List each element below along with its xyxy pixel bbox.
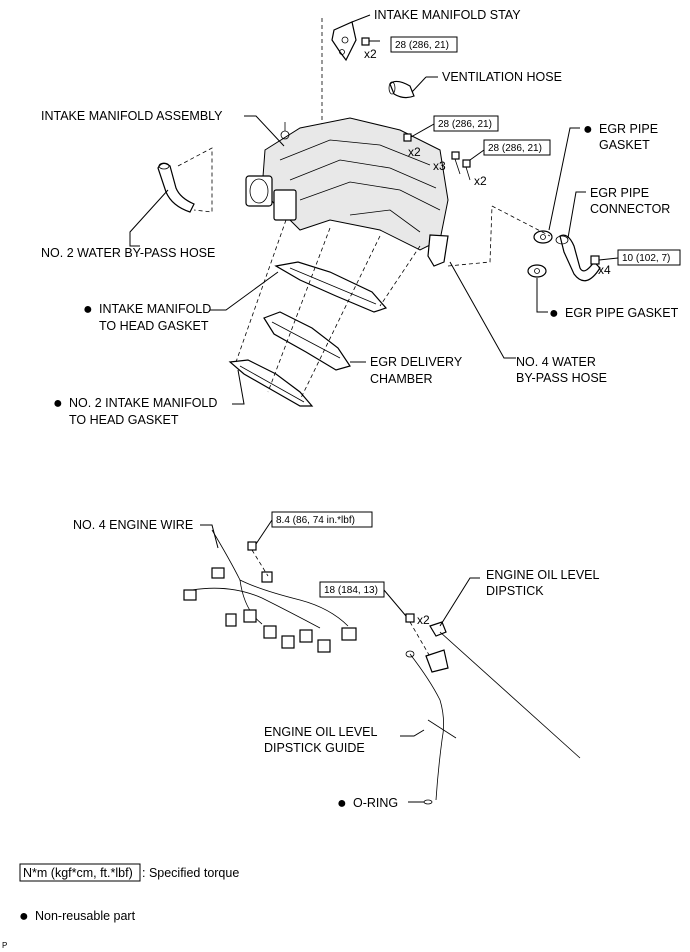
nonreusable-bullet-icon: ● (83, 301, 93, 318)
legend-torque-box (19, 863, 141, 882)
stay-torque-box (390, 36, 458, 53)
dipstick-bolt-icon (405, 613, 415, 623)
egr-pipe-gasket-top-label-1: EGR PIPE (599, 122, 658, 136)
egr-delivery-chamber-part (263, 311, 351, 371)
legend-nonreusable-text: Non-reusable part (35, 909, 136, 923)
wire-bolt-torque-value: 8.4 (86, 74 in.*lbf) (276, 515, 355, 526)
no2-water-bypass-hose-label: NO. 2 WATER BY-PASS HOSE (41, 246, 215, 260)
o-ring-part (423, 799, 433, 805)
nonreusable-bullet-icon: ● (337, 795, 347, 812)
no2-intake-head-gasket-label-2: TO HEAD GASKET (69, 413, 179, 427)
no4-water-bypass-leader (449, 261, 516, 359)
corner-mark: P (2, 941, 7, 950)
dipstick-guide-label-2: DIPSTICK GUIDE (264, 741, 365, 755)
no2-water-bypass-leader (129, 189, 169, 247)
no4-engine-wire-leader (200, 524, 219, 549)
manifold-bolt-icon (403, 133, 412, 142)
dipstick-label-2: DIPSTICK (486, 584, 544, 598)
no2-intake-head-gasket-part (228, 359, 314, 407)
no4-engine-wire-part (183, 529, 357, 653)
intake-manifold-assembly-label: INTAKE MANIFOLD ASSEMBLY (41, 109, 223, 123)
egr-pipe-gasket-bottom-label: EGR PIPE GASKET (565, 306, 679, 320)
no4-engine-wire-label: NO. 4 ENGINE WIRE (73, 518, 193, 532)
manifold-bolt-qty-x3: x3 (433, 159, 446, 173)
egr-delivery-chamber-label-1: EGR DELIVERY (370, 355, 463, 369)
nonreusable-bullet-icon: ● (583, 121, 593, 138)
no4-water-bypass-hose-label-2: BY-PASS HOSE (516, 371, 607, 385)
dipstick-guide-leader (400, 729, 425, 737)
no4-water-bypass-hose-label-1: NO. 4 WATER (516, 355, 596, 369)
egr-nut-qty: x4 (598, 263, 611, 277)
dipstick-guide-part (405, 649, 457, 801)
egr-nut-torque-value: 10 (102, 7) (622, 253, 670, 264)
egr-pipe-gasket-bottom-leader (536, 278, 548, 313)
wire-bolt-icon (247, 541, 257, 551)
egr-nut-torque-box (617, 249, 681, 266)
manifold-bolt2-torque-box (483, 139, 551, 156)
intake-manifold-stay-part (331, 21, 357, 62)
o-ring-label: O-RING (353, 796, 398, 810)
nonreusable-bullet-icon: ● (53, 395, 63, 412)
egr-pipe-connector-label-1: EGR PIPE (590, 186, 649, 200)
egr-pipe-gasket-bottom-part (527, 264, 547, 278)
manifold-bolt-torque-box (433, 115, 499, 132)
intake-manifold-stay-label: INTAKE MANIFOLD STAY (374, 8, 521, 22)
ventilation-hose-part (388, 80, 415, 99)
manifold-bolt-qty: x2 (408, 145, 421, 159)
stay-qty: x2 (364, 47, 377, 61)
stay-bolt-icon (361, 37, 380, 46)
egr-pipe-connector-part (555, 234, 601, 282)
stay-leader (351, 14, 371, 23)
legend-torque-box-text: N*m (kgf*cm, ft.*lbf) (23, 866, 133, 880)
manifold-bolt-torque-value: 28 (286, 21) (438, 119, 492, 130)
no2-intake-head-gasket-label-1: NO. 2 INTAKE MANIFOLD (69, 396, 217, 410)
egr-pipe-connector-label-2: CONNECTOR (590, 202, 670, 216)
intake-head-gasket-leader (210, 271, 279, 311)
dipstick-guide-label-1: ENGINE OIL LEVEL (264, 725, 378, 739)
nonreusable-bullet-icon: ● (549, 305, 559, 322)
manifold-assembly-leader (244, 115, 285, 147)
legend-torque-description: : Specified torque (142, 866, 239, 880)
nonreusable-bullet-icon: ● (19, 908, 29, 925)
dipstick-leader (439, 577, 480, 627)
ventilation-hose-leader (411, 76, 427, 93)
wire-bolt-torque-box (271, 511, 373, 528)
ventilation-hose-label: VENTILATION HOSE (442, 70, 562, 84)
intake-head-gasket-label-2: TO HEAD GASKET (99, 319, 209, 333)
intake-manifold-head-gasket-part (274, 261, 388, 313)
dipstick-bolt-torque-value: 18 (184, 13) (324, 585, 378, 596)
stay-torque-value: 28 (286, 21) (395, 40, 449, 51)
egr-pipe-gasket-top-label-2: GASKET (599, 138, 650, 152)
manifold-bolt2-torque-value: 28 (286, 21) (488, 143, 542, 154)
no2-intake-head-gasket-leader (232, 369, 245, 405)
dipstick-label-1: ENGINE OIL LEVEL (486, 568, 600, 582)
intake-head-gasket-label-1: INTAKE MANIFOLD (99, 302, 211, 316)
egr-pipe-connector-leader (567, 191, 586, 239)
no2-water-bypass-hose-part (157, 162, 195, 213)
manifold-long-bolt-icon (451, 151, 471, 181)
egr-delivery-chamber-label-2: CHAMBER (370, 372, 433, 386)
intake-manifold-assembly-part (245, 117, 449, 267)
dipstick-bolt-torque-box (319, 581, 385, 598)
egr-pipe-gasket-top-part (533, 230, 553, 244)
egr-pipe-gasket-top-leader (548, 127, 580, 231)
manifold-bolt-qty-x2b: x2 (474, 174, 487, 188)
engine-oil-level-dipstick-part (429, 621, 581, 759)
dipstick-bolt-qty: x2 (417, 613, 430, 627)
